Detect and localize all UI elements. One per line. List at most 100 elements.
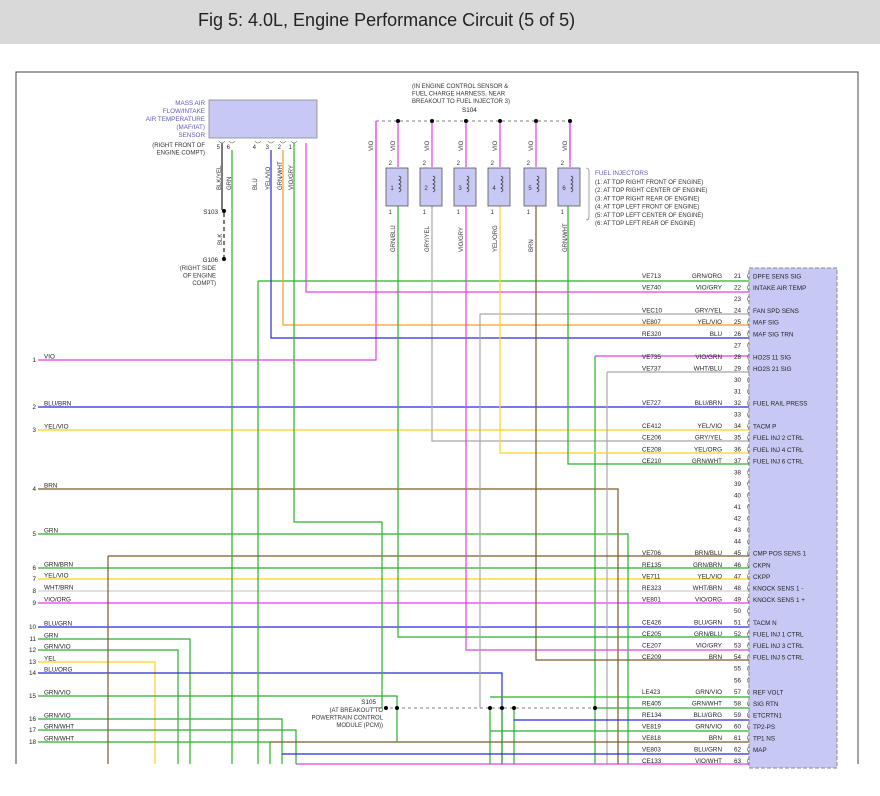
pcm-pin-terminal (747, 330, 750, 337)
pcm-pin-number: 42 (734, 516, 742, 523)
pcm-pin-circuit: VE706 (642, 550, 661, 557)
pcm-pin-wire-color: YEL/ORG (694, 446, 722, 453)
pcm-pin-function: TACM N (753, 620, 777, 627)
pcm-pin-number: 30 (734, 377, 742, 384)
pcm-pin-terminal (747, 734, 750, 742)
ground-g106-location: (RIGHT SIDE (180, 266, 216, 272)
pcm-pin-function: MAF SIG (753, 320, 779, 327)
maf-wire-color: GRN/WHT (278, 161, 284, 190)
splice-s104-label: S104 (462, 107, 477, 114)
circuit-number: 14 (29, 670, 37, 677)
fuel-injector-5 (523, 167, 547, 207)
pcm-pin-wire-color: BLU/GRN (694, 747, 722, 754)
circuit-number: 15 (29, 693, 37, 700)
maf-pin-terminal (254, 140, 262, 144)
pcm-pin-wire-color: BRN/BLU (695, 550, 723, 557)
splice-s104-note: FUEL CHARGE HARNESS, NEAR (412, 92, 506, 98)
injector-number: 5 (528, 186, 532, 192)
pcm-pin-terminal (747, 457, 750, 465)
maf-pin-number: 1 (289, 145, 293, 151)
injector-legend-item: (4: AT TOP LEFT FRONT OF ENGINE) (595, 205, 699, 211)
maf-pin-terminal (218, 140, 226, 144)
circuit-wire-color: YEL/VIO (44, 573, 69, 580)
circuit-wire-color: WHT/BRN (44, 585, 74, 592)
pcm-pin-number: 48 (734, 585, 742, 592)
pcm-pin-circuit: VE819 (642, 723, 661, 730)
pcm-wire (270, 150, 749, 339)
splice-s104-note: (IN ENGINE CONTROL SENSOR & (412, 84, 508, 90)
pcm-pin-function: FUEL RAIL PRESS (753, 401, 807, 408)
pcm-pin-function: TP1 NS (753, 736, 775, 743)
left-circuit-wire (38, 638, 191, 764)
circuit-wire-color: YEL/VIO (44, 424, 69, 431)
maf-pin-number: 4 (253, 145, 257, 151)
pcm-pin-circuit: VE801 (642, 596, 661, 603)
injector-coil-icon (432, 175, 436, 193)
pcm-pin-circuit: RE405 (642, 700, 662, 707)
pcm-pin-terminal (747, 399, 750, 407)
pcm-pin-wire-color: GRN/ORG (692, 273, 722, 280)
parts-layer (208, 99, 838, 769)
splice-s105-dot (512, 706, 516, 710)
splice-s105-note: MODULE (PCM)) (336, 723, 383, 729)
pcm-pin-terminal (747, 711, 750, 719)
pcm-pin-number: 24 (734, 308, 742, 315)
pcm-pin-wire-color: BRN (709, 654, 723, 661)
injector-bottom-wire-color: VIO/GRY (459, 227, 465, 252)
pcm-pin-circuit: VE818 (642, 735, 661, 742)
pcm-pin-number: 26 (734, 331, 742, 338)
fuel-injector-3 (453, 167, 477, 207)
pcm-pin-wire-color: GRN/WHT (692, 458, 722, 465)
injector-legend-item: (1: AT TOP RIGHT FRONT OF ENGINE) (595, 180, 703, 186)
ground-g106-location: COMPT) (192, 281, 216, 287)
injector-legend-item: (5: AT TOP LEFT CENTER OF ENGINE) (595, 213, 703, 219)
pcm-pin-circuit: VE711 (642, 573, 661, 580)
pcm-pin-terminal (747, 284, 750, 291)
splice-s105-dot (395, 706, 399, 710)
pcm-pin-terminal (747, 376, 750, 384)
maf-sensor-name: SENSOR (178, 132, 205, 139)
pcm-pin-number: 25 (734, 319, 742, 326)
pcm-wire (305, 150, 749, 293)
injector-legend-item: (2: AT TOP RIGHT CENTER OF ENGINE) (595, 188, 707, 194)
pcm-pin-number: 54 (734, 654, 742, 661)
left-circuit-wire (38, 729, 297, 764)
pcm-pin-number: 52 (734, 631, 742, 638)
pcm-pin-number: 51 (734, 620, 742, 627)
pcm-pin-number: 56 (734, 677, 742, 684)
injector-top-wire-color: VIO (425, 140, 431, 151)
pcm-pin-function: FUEL INJ 4 CTRL (753, 447, 804, 454)
pcm-pin-function: ETCRTN1 (753, 712, 782, 719)
pcm-pin-terminal (747, 688, 750, 696)
injector-legend-title: FUEL INJECTORS (595, 170, 648, 177)
pcm-pin-circuit: CE426 (642, 620, 662, 627)
pcm-pin-circuit: CE205 (642, 631, 662, 638)
injector-coil-icon (500, 175, 504, 193)
injector-feed-splice (568, 119, 572, 123)
pcm-pin-circuit: RE323 (642, 585, 662, 592)
pcm-pin-terminal (747, 411, 750, 418)
maf-wire-color: BLU (253, 178, 259, 190)
injector-legend-item: (6: AT TOP LEFT REAR OF ENGINE) (595, 221, 695, 227)
maf-wire-color: BLK/YEL (217, 165, 223, 190)
pcm-pin-wire-color: VIO/GRY (696, 643, 723, 650)
pcm-pin-function: SIG RTN (753, 701, 779, 708)
splice-s104-note: BREAKOUT TO FUEL INJECTOR 3) (412, 99, 510, 105)
circuit-number: 12 (29, 647, 37, 654)
left-circuit-wire (38, 718, 283, 764)
circuit-number: 10 (29, 624, 37, 631)
left-circuit-wire (38, 695, 398, 708)
pcm-wire (567, 205, 749, 465)
injector-pin-bottom: 1 (423, 210, 427, 216)
pcm-pin-number: 35 (734, 435, 742, 442)
circuit-number: 6 (32, 565, 36, 572)
circuit-wire-color: GRN (44, 633, 58, 640)
pcm-pin-circuit: VE807 (642, 319, 661, 326)
fuel-injector-4 (487, 167, 511, 207)
injector-pin-top: 2 (527, 161, 531, 167)
pcm-pin-wire-color: GRY/YEL (695, 435, 723, 442)
pcm-pin-number: 55 (734, 666, 742, 673)
pcm-pin-terminal (747, 653, 750, 661)
circuit-wire-color: BRN (44, 483, 58, 490)
injector-number: 2 (424, 186, 428, 192)
